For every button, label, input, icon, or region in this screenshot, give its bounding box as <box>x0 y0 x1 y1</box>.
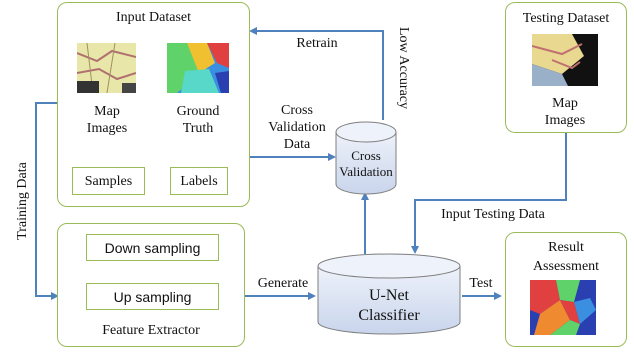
ground-truth-thumbnail <box>167 43 229 93</box>
cross-validation-label-2: Validation <box>339 164 393 179</box>
retrain-arrow <box>249 27 384 120</box>
unet-label-2: Classifier <box>358 307 420 324</box>
result-thumbnail <box>530 280 596 335</box>
up-sampling-label: Up sampling <box>113 289 192 305</box>
testing-dataset-title: Testing Dataset <box>522 11 610 26</box>
unet-label-1: U-Net <box>369 287 409 304</box>
result-image <box>530 280 596 335</box>
testing-to-unet-arrow <box>411 133 567 254</box>
ground-truth-image <box>167 43 229 93</box>
result-label-2: Assessment <box>532 259 600 274</box>
cv-data-label-2: Validation <box>268 120 326 135</box>
cross-validation-label-1: Cross <box>351 148 381 163</box>
up-sampling-box <box>86 283 219 310</box>
map-images-label-2: Images <box>86 121 128 136</box>
test-label: Test <box>469 276 493 291</box>
input-dataset-title: Input Dataset <box>115 10 192 25</box>
down-sampling-box <box>86 234 219 261</box>
feature-extractor-title: Feature Extractor <box>102 323 200 338</box>
result-label-1: Result <box>548 240 584 255</box>
unet-classifier-cylinder <box>317 253 461 335</box>
cross-validation-cylinder <box>335 121 397 195</box>
ground-truth-label-1: Ground <box>176 104 220 119</box>
map-image <box>77 43 136 93</box>
testing-map-image <box>532 34 598 86</box>
retrain-label: Retrain <box>296 36 338 51</box>
samples-label: Samples <box>84 174 133 189</box>
testing-dataset-box <box>505 2 627 133</box>
labels-box <box>170 167 228 195</box>
cv-data-label-1: Cross <box>281 103 313 118</box>
training-data-arrow <box>35 102 59 300</box>
testing-map-label-1: Map <box>552 96 578 111</box>
down-sampling-label: Down sampling <box>104 240 201 256</box>
labels-label: Labels <box>180 174 218 189</box>
input-testing-data-label: Input Testing Data <box>441 207 545 222</box>
testing-map-label-2: Images <box>544 113 586 128</box>
samples-box <box>72 167 145 195</box>
low-accuracy-label: Low Accuracy <box>396 26 411 110</box>
map-images-thumbnail <box>77 43 136 93</box>
map-images-label-1: Map <box>94 104 120 119</box>
generate-label: Generate <box>257 276 309 291</box>
training-data-label: Training Data <box>15 162 30 240</box>
ground-truth-label-2: Truth <box>182 121 214 136</box>
testing-map-thumbnail <box>532 34 598 86</box>
cv-data-label-3: Data <box>283 137 311 152</box>
